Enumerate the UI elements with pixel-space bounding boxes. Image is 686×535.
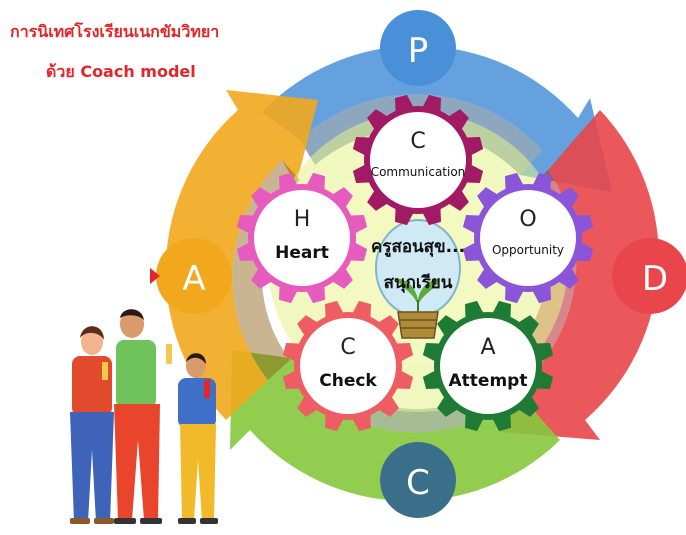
gear-check-letter: C (340, 335, 355, 360)
cycle-letter-a: A (182, 259, 205, 299)
lightbulb-icon (375, 219, 461, 339)
gear-heart: H Heart (236, 172, 368, 304)
title-line-1: การนิเทศโรงเรียนเนกขัมวิทยา (10, 22, 220, 41)
gear-attempt: A Attempt (422, 300, 554, 432)
center-text-line-2: สนุกเรียน (384, 272, 453, 293)
gear-communication-label: Communication (371, 165, 466, 179)
gear-opportunity-face (480, 190, 576, 286)
person-right (178, 353, 218, 524)
center-text-line-1: ครูสอนสุข... (371, 237, 465, 258)
gear-attempt-letter: A (480, 335, 495, 360)
gear-attempt-face (440, 318, 536, 414)
gear-check: C Check (282, 300, 414, 432)
cycle-node-c: C (380, 442, 456, 518)
cycle-node-d: D (612, 238, 686, 314)
gear-heart-letter: H (294, 207, 311, 232)
cycle-node-p: P (380, 10, 456, 86)
cycle-letter-c: C (406, 463, 430, 503)
gear-opportunity-label: Opportunity (492, 243, 564, 257)
cycle-arc-plan-inner (300, 94, 542, 175)
cycle-arc-plan (262, 45, 612, 192)
people-illustration (70, 309, 218, 524)
cycle-letter-p: P (408, 31, 429, 71)
person-left (70, 326, 114, 524)
cycle-arc-check (230, 350, 560, 502)
cycle-letter-d: D (642, 259, 668, 299)
gear-check-label: Check (319, 371, 377, 391)
gear-opportunity: O Opportunity (462, 172, 594, 304)
cycle-arc-act (165, 90, 318, 420)
title-line-2: ด้วย Coach model (46, 62, 196, 81)
cycle-arc-act-inner (232, 160, 300, 380)
gear-communication-face (370, 112, 466, 208)
cycle-arc-do (500, 110, 659, 440)
gear-heart-face (254, 190, 350, 286)
person-middle (114, 309, 172, 524)
gear-communication-letter: C (410, 129, 425, 154)
gear-attempt-label: Attempt (449, 371, 528, 391)
gear-heart-label: Heart (275, 243, 329, 263)
cycle-node-a: A (150, 238, 232, 314)
gear-check-face (300, 318, 396, 414)
gear-opportunity-letter: O (519, 207, 536, 232)
gear-communication: C Communication (352, 94, 484, 226)
